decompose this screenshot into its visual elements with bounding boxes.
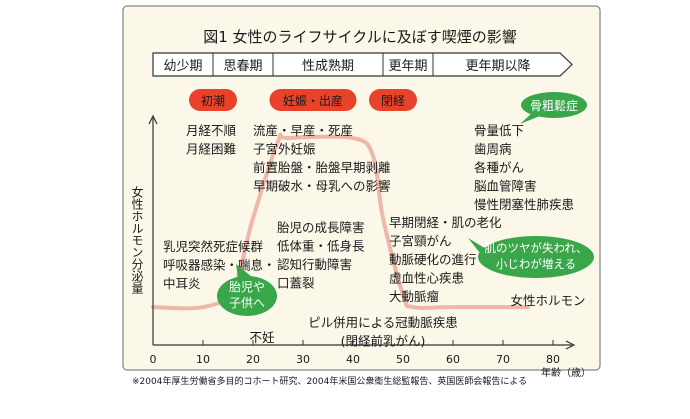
event-marker-pill: [369, 89, 417, 111]
y-axis-title: 女性ホルモン分泌量: [130, 185, 144, 294]
effect-block-line: 大動脈瘤: [389, 289, 440, 304]
x-tick-label: 50: [396, 353, 410, 366]
chart-title: 図1 女性のライフサイクルに及ぼす喫煙の影響: [203, 28, 517, 46]
effect-block-line: 不妊: [249, 330, 275, 345]
child-badge-line-1: 胎児や: [229, 280, 265, 294]
x-tick-label: 0: [150, 353, 157, 366]
effect-block-line: (閉経前乳がん): [341, 334, 426, 349]
stage-label: 思春期: [223, 59, 262, 74]
green-badges: 骨粗鬆症 胎児や 子供へ 肌のツヤが失われ、 小じわが増える: [217, 92, 594, 316]
x-tick-label: 70: [496, 353, 510, 366]
life-stage-bar: 幼少期 思春期 性成熟期 更年期 更年期以降: [152, 52, 573, 77]
effect-block-line: 呼吸器感染・喘息・: [163, 258, 276, 273]
effect-block-line: 動脈硬化の進行: [389, 252, 477, 267]
child-badge-bubble: [217, 276, 277, 316]
y-axis-arrow: [148, 114, 158, 125]
event-markers: 初潮 妊娠・出産 閉経: [189, 89, 417, 111]
event-marker-label: 初潮: [201, 93, 225, 108]
osteoporosis-badge-bubble: [521, 92, 587, 118]
x-tick-label: 20: [246, 353, 260, 366]
effect-block-line: 前置胎盤・胎盤早期剥離: [253, 160, 391, 175]
effect-block-line: 流産・早産・死産: [253, 123, 353, 138]
effect-text-blocks: 月経不順月経困難流産・早産・死産子宮外妊娠前置胎盤・胎盤早期剥離早期破水・母乳へ…: [163, 123, 586, 349]
child-badge-line-2: 子供へ: [229, 296, 265, 310]
stage-label: 更年期以降: [465, 59, 530, 74]
x-tick-label: 10: [196, 353, 210, 366]
child-badge: 胎児や 子供へ: [217, 264, 277, 316]
effect-block: 女性ホルモン: [510, 293, 585, 308]
effect-block-line: 女性ホルモン: [510, 293, 585, 308]
x-axis-arrow: [565, 340, 576, 350]
skin-badge-line-1: 肌のツヤが失われ、: [484, 241, 587, 255]
effect-block-line: 月経困難: [186, 142, 236, 157]
effect-block-line: 中耳炎: [163, 276, 201, 291]
effect-block-line: 胎児の成長障害: [277, 220, 365, 235]
effect-block-line: 低体重・低身長: [277, 239, 365, 254]
event-marker-label: 閉経: [381, 94, 405, 108]
effect-block-line: 子宮外妊娠: [253, 142, 316, 157]
skin-badge-line-2: 小じわが増える: [496, 257, 576, 271]
effect-block-line: 虚血性心疾患: [389, 271, 464, 286]
effect-block-line: 乳児突然死症候群: [163, 239, 264, 254]
footnote: ※2004年厚生労働省多目的コホート研究、2004年米国公衆衛生総監報告、英国医…: [132, 375, 527, 387]
x-axis-title: 年齢（歳）: [541, 366, 591, 379]
effect-block-line: 口蓋裂: [277, 276, 315, 291]
x-tick-label: 60: [446, 353, 460, 366]
effect-block-line: 早期閉経・肌の老化: [389, 215, 502, 230]
skin-badge-bubble: [478, 236, 594, 278]
effect-block-line: 子宮頸がん: [389, 234, 452, 249]
effect-block-line: 骨量低下: [474, 123, 524, 138]
stage-label: 幼少期: [163, 59, 202, 74]
child-badge-tail: [236, 264, 252, 278]
x-tick-label: 80: [546, 353, 560, 366]
stage-label: 性成熟期: [302, 58, 354, 74]
effect-block-line: 慢性閉塞性肺疾患: [474, 197, 574, 212]
effect-block-line: 脳血管障害: [474, 179, 537, 194]
effect-block-line: 早期破水・母乳への影響: [253, 179, 391, 194]
effect-block: ピル併用による冠動脈疾患 (閉経前乳がん): [308, 315, 458, 349]
x-tick-label: 40: [346, 353, 360, 366]
effect-block-line: ピル併用による冠動脈疾患: [308, 315, 458, 330]
event-marker-pill: [189, 89, 237, 111]
life-stage-arrow: [152, 52, 573, 77]
effect-block-line: 認知行動障害: [277, 257, 352, 272]
event-marker-label: 妊娠・出産: [283, 93, 343, 108]
effect-block-line: 月経不順: [186, 123, 237, 138]
effect-block: 不妊: [249, 330, 275, 345]
x-tick-label: 30: [296, 353, 310, 366]
osteoporosis-badge: 骨粗鬆症: [520, 92, 587, 124]
effect-block-line: 各種がん: [474, 160, 524, 175]
osteoporosis-badge-label: 骨粗鬆症: [530, 98, 578, 113]
skin-badge: 肌のツヤが失われ、 小じわが増える: [468, 236, 594, 278]
effect-block-line: 歯周病: [474, 142, 512, 157]
osteoporosis-badge-tail: [520, 113, 540, 124]
stage-label: 更年期: [388, 59, 427, 74]
event-marker-pill: [269, 89, 357, 111]
